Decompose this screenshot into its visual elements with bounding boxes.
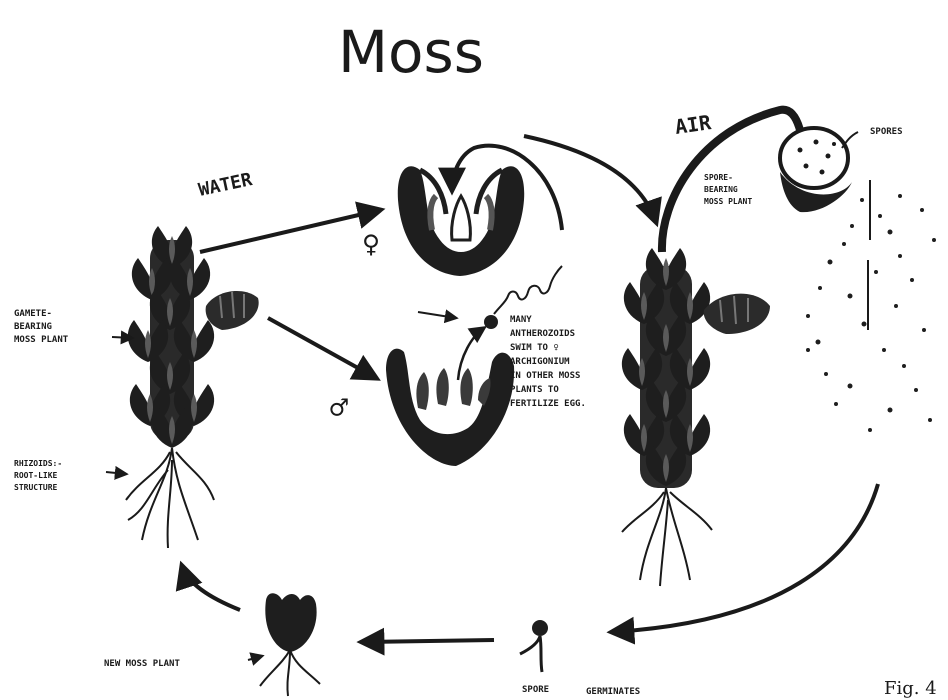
falling-spores (806, 180, 936, 432)
spore-bearing-moss-plant (622, 110, 852, 488)
label-spores: SPORES (870, 127, 903, 137)
page-title: Moss (338, 18, 484, 86)
rhizoids-right (622, 488, 712, 586)
arrow-antheridium-to-antherozoid (458, 328, 484, 380)
rhizoids-left (126, 448, 214, 548)
antheridium-male (386, 349, 514, 466)
label-spore-bearing: SPORE- BEARING MOSS PLANT (704, 173, 752, 206)
label-antherozoids: MANY ANTHEROZOIDS SWIM TO ♀ ARCHIGONIUM … (510, 315, 586, 409)
label-gamete-bearing: GAMETE- BEARING MOSS PLANT (14, 309, 69, 345)
label-rhizoids: RHIZOIDS:- ROOT-LIKE STRUCTURE (14, 459, 67, 492)
label-male-symbol: ♂ (330, 391, 348, 426)
arrow-to-archegonium (200, 210, 380, 252)
germinating-spore (520, 620, 548, 672)
figure-number: Fig. 4 (884, 678, 937, 699)
archegonium-female (398, 166, 524, 276)
arrow-new-plant-to-gamete-plant (182, 566, 240, 610)
spore-capsule (780, 128, 852, 212)
gamete-bearing-moss-plant (128, 226, 259, 448)
label-germinates: GERMINATES (586, 687, 640, 697)
label-spore: SPORE (522, 685, 549, 695)
arrow-to-antheridium (268, 318, 376, 378)
side-branch (206, 291, 259, 330)
arrow-germination-to-new-plant (362, 640, 494, 642)
label-female-symbol: ♀ (362, 227, 380, 262)
new-moss-plant (260, 593, 320, 696)
label-new-moss-plant: NEW MOSS PLANT (104, 659, 180, 669)
label-water: WATER (197, 169, 255, 201)
label-air: AIR (673, 110, 713, 139)
